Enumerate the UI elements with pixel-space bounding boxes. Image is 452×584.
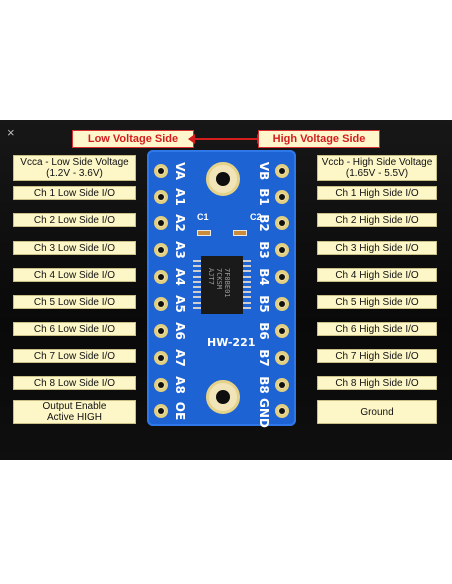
pin-label-left-4: A4: [173, 268, 187, 286]
chip-leg: [243, 286, 251, 288]
pad-right-7: [275, 351, 289, 365]
level-shifter-chip: 7F0BE01 7CKSM AJT7: [193, 256, 251, 314]
chip-leg: [193, 280, 201, 283]
pin-label-left-6: A6: [173, 322, 187, 340]
pin-label-right-2: B2: [257, 214, 271, 232]
double-arrow-icon: [188, 134, 264, 144]
pad-right-6: [275, 324, 289, 338]
pad-right-1: [275, 190, 289, 204]
pad-right-3: [275, 243, 289, 257]
left-label-8: Ch 8 Low Side I/O: [13, 376, 136, 390]
chip-leg: [193, 265, 201, 268]
left-label-7: Ch 7 Low Side I/O: [13, 349, 136, 363]
chip-leg: [193, 301, 201, 304]
pad-right-4: [275, 270, 289, 284]
close-icon[interactable]: ×: [7, 125, 15, 140]
pin-label-left-2: A2: [173, 214, 187, 232]
pin-label-right-0: VB: [257, 161, 271, 181]
pad-left-1: [154, 190, 168, 204]
chip-leg: [243, 270, 251, 273]
right-label-3: Ch 3 High Side I/O: [317, 241, 437, 255]
pad-left-3: [154, 243, 168, 257]
pad-right-9: [275, 404, 289, 418]
chip-leg: [243, 301, 251, 304]
chip-leg: [193, 286, 201, 288]
pad-left-7: [154, 351, 168, 365]
left-label-6: Ch 6 Low Side I/O: [13, 322, 136, 336]
right-label-5: Ch 5 High Side I/O: [317, 295, 437, 309]
chip-leg: [243, 306, 251, 309]
left-label-1: Ch 1 Low Side I/O: [13, 186, 136, 200]
right-label-8: Ch 8 High Side I/O: [317, 376, 437, 390]
model-label: HW-221: [207, 336, 256, 349]
chip-leg: [243, 296, 251, 299]
chip-leg: [193, 306, 201, 309]
left-label-5: Ch 5 Low Side I/O: [13, 295, 136, 309]
pin-label-left-0: VA: [173, 162, 187, 180]
pin-label-left-7: A7: [173, 349, 187, 367]
pad-left-4: [154, 270, 168, 284]
right-label-0: Vccb - High Side Voltage (1.65V - 5.5V): [317, 155, 437, 181]
cap-label-c2: C2: [250, 212, 262, 222]
pin-label-left-8: A8: [173, 376, 187, 394]
left-label-2: Ch 2 Low Side I/O: [13, 213, 136, 227]
chip-leg: [243, 260, 251, 262]
pin-label-right-3: B3: [257, 241, 271, 259]
pin-label-right-6: B6: [257, 322, 271, 340]
right-label-6: Ch 6 High Side I/O: [317, 322, 437, 336]
pad-right-2: [275, 216, 289, 230]
capacitor-c1: [197, 230, 211, 236]
chip-leg: [193, 260, 201, 262]
left-label-0: Vcca - Low Side Voltage (1.2V - 3.6V): [13, 155, 136, 181]
pad-right-8: [275, 378, 289, 392]
pin-label-right-7: B7: [257, 349, 271, 367]
mounting-hole-bottom: [206, 380, 240, 414]
right-label-1: Ch 1 High Side I/O: [317, 186, 437, 200]
pad-left-6: [154, 324, 168, 338]
pin-label-right-9: GND: [257, 398, 271, 428]
pad-left-5: [154, 297, 168, 311]
pad-right-0: [275, 164, 289, 178]
right-label-9: Ground: [317, 400, 437, 424]
left-label-3: Ch 3 Low Side I/O: [13, 241, 136, 255]
capacitor-c2: [233, 230, 247, 236]
pin-label-left-9: OE: [173, 401, 187, 421]
pad-left-9: [154, 404, 168, 418]
chip-leg: [193, 296, 201, 299]
pin-label-right-5: B5: [257, 295, 271, 313]
pad-left-8: [154, 378, 168, 392]
pad-left-0: [154, 164, 168, 178]
pin-label-left-3: A3: [173, 241, 187, 259]
pin-label-right-8: B8: [257, 376, 271, 394]
chip-marking: 7F0BE01 7CKSM AJT7: [207, 268, 231, 298]
cap-label-c1: C1: [197, 212, 209, 222]
pin-label-right-1: B1: [257, 188, 271, 206]
high-voltage-side-header: High Voltage Side: [258, 130, 380, 148]
left-label-4: Ch 4 Low Side I/O: [13, 268, 136, 282]
pin-label-right-4: B4: [257, 268, 271, 286]
low-voltage-side-header: Low Voltage Side: [72, 130, 194, 148]
left-label-9: Output Enable Active HIGH: [13, 400, 136, 424]
mounting-hole-top: [206, 162, 240, 196]
pad-left-2: [154, 216, 168, 230]
pad-right-5: [275, 297, 289, 311]
pin-label-left-1: A1: [173, 188, 187, 206]
right-label-2: Ch 2 High Side I/O: [317, 213, 437, 227]
chip-leg: [243, 275, 251, 278]
right-label-4: Ch 4 High Side I/O: [317, 268, 437, 282]
chip-leg: [193, 275, 201, 278]
chip-leg: [243, 291, 251, 294]
pin-label-left-5: A5: [173, 295, 187, 313]
right-label-7: Ch 7 High Side I/O: [317, 349, 437, 363]
chip-leg: [193, 291, 201, 294]
chip-leg: [193, 270, 201, 273]
chip-leg: [243, 265, 251, 268]
chip-leg: [243, 280, 251, 283]
